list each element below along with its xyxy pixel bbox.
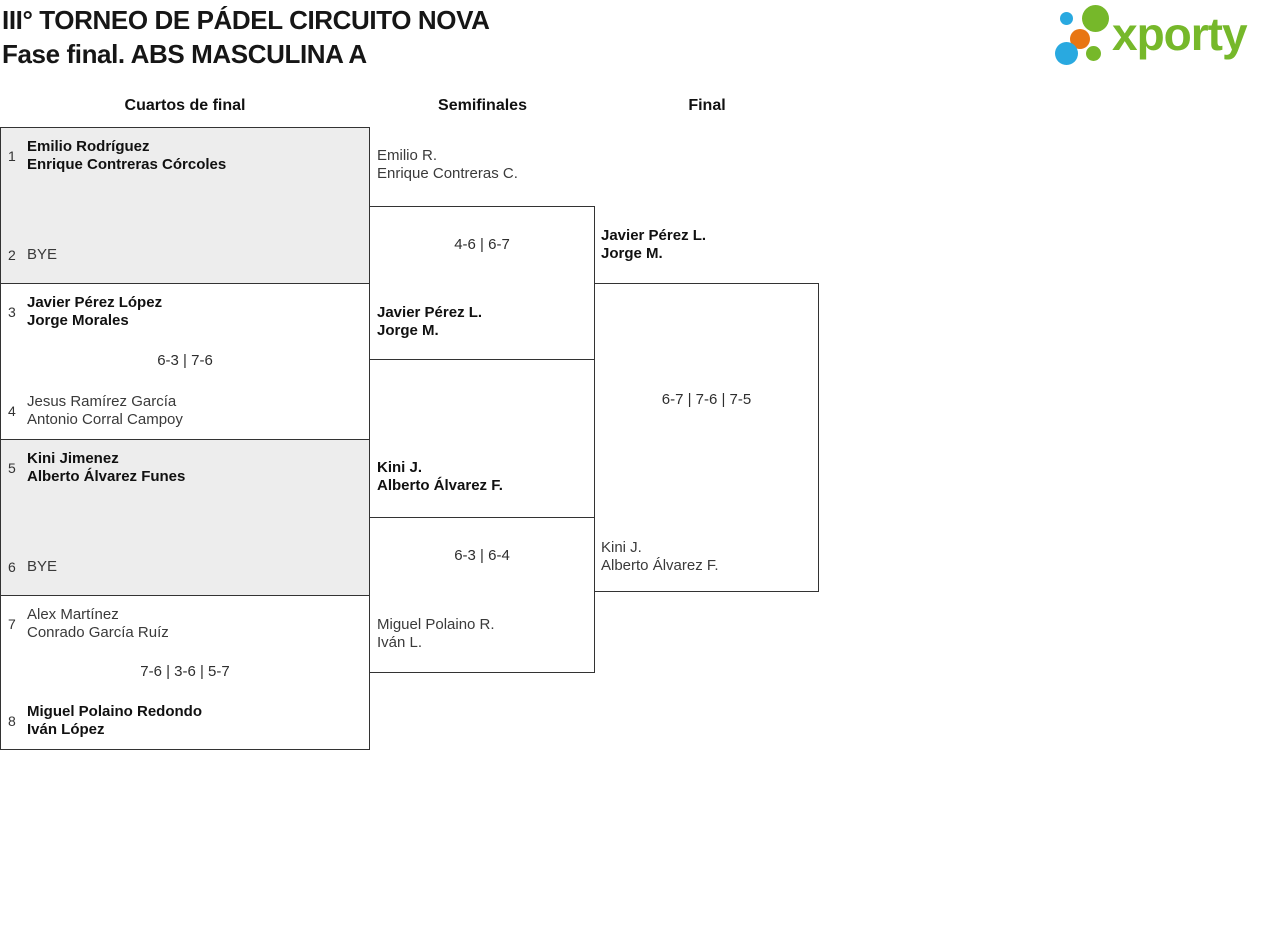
- team-entry: 2 BYE: [1, 236, 369, 273]
- player-line-1: BYE: [27, 245, 58, 263]
- team-names: Kini Jimenez Alberto Álvarez Funes: [27, 450, 185, 486]
- semifinal-2-bottom-team: Miguel Polaino R. Iván L.: [377, 616, 495, 652]
- logo-dot-orange-icon: [1070, 29, 1090, 49]
- logo-wordmark: xporty: [1112, 8, 1248, 60]
- team-names: BYE: [27, 558, 57, 576]
- player-line-2: Iván López: [27, 720, 105, 738]
- team-entry: 8 Miguel Polaino Redondo Iván López: [1, 702, 369, 739]
- seed-number: 2: [8, 246, 16, 263]
- player-line-1: Miguel Polaino R.: [377, 616, 495, 633]
- match-quarterfinal-3[interactable]: 5 Kini Jimenez Alberto Álvarez Funes 6 B…: [0, 439, 370, 596]
- player-line-2: Alberto Álvarez F.: [601, 557, 719, 574]
- xporty-logo[interactable]: xporty: [1050, 0, 1278, 72]
- player-line-1: Jesus Ramírez García: [27, 392, 177, 410]
- team-names: Emilio Rodríguez Enrique Contreras Córco…: [27, 138, 226, 174]
- player-line-1: Kini J.: [601, 539, 642, 556]
- team-entry: 6 BYE: [1, 548, 369, 585]
- match-quarterfinal-2[interactable]: 3 Javier Pérez López Jorge Morales 6-3 |…: [0, 283, 370, 440]
- player-line-1: Javier Pérez L.: [601, 227, 707, 244]
- match-quarterfinal-4[interactable]: 7 Alex Martínez Conrado García Ruíz 7-6 …: [0, 595, 370, 750]
- final-bottom-team: Kini J. Alberto Álvarez F.: [601, 539, 719, 575]
- seed-number: 3: [8, 303, 16, 320]
- player-line-1: Javier Pérez López: [27, 293, 163, 311]
- team-names: Alex Martínez Conrado García Ruíz: [27, 606, 169, 642]
- match-final[interactable]: [594, 283, 819, 592]
- player-line-2: Enrique Contreras C.: [377, 165, 518, 182]
- match-score: 4-6 | 6-7: [454, 236, 510, 253]
- team-names: Jesus Ramírez García Antonio Corral Camp…: [27, 393, 183, 429]
- team-names: BYE: [27, 246, 57, 264]
- team-entry: 7 Alex Martínez Conrado García Ruíz: [1, 605, 369, 642]
- player-line-2: Jorge M.: [377, 322, 439, 339]
- seed-number: 6: [8, 558, 16, 575]
- match-score: [1, 196, 369, 214]
- tournament-title: III° TORNEO DE PÁDEL CIRCUITO NOVA: [2, 5, 490, 35]
- team-names: Javier Pérez López Jorge Morales: [27, 294, 162, 330]
- tournament-phase: Fase final. ABS MASCULINA A: [2, 39, 367, 69]
- team-entry: 3 Javier Pérez López Jorge Morales: [1, 293, 369, 330]
- logo-dot-green-small-icon: [1086, 46, 1101, 61]
- seed-number: 4: [8, 402, 16, 419]
- match-score: 7-6 | 3-6 | 5-7: [140, 663, 230, 680]
- player-line-2: Jorge M.: [601, 245, 663, 262]
- round-header-semifinales: Semifinales: [438, 97, 527, 114]
- semifinal-1-top-team: Emilio R. Enrique Contreras C.: [377, 147, 518, 183]
- logo-dot-blue-small-icon: [1060, 12, 1073, 25]
- player-line-2: Antonio Corral Campoy: [27, 410, 183, 428]
- team-entry: 5 Kini Jimenez Alberto Álvarez Funes: [1, 449, 369, 486]
- final-top-team: Javier Pérez L. Jorge M.: [601, 227, 706, 263]
- seed-number: 5: [8, 459, 16, 476]
- seed-number: 8: [8, 712, 16, 729]
- player-line-2: Alberto Álvarez F.: [377, 477, 503, 494]
- round-header-final: Final: [688, 97, 726, 114]
- player-line-1: Javier Pérez L.: [377, 304, 483, 321]
- player-line-2: Jorge Morales: [27, 311, 129, 329]
- logo-dot-blue-large-icon: [1055, 42, 1078, 65]
- match-score: [1, 508, 369, 526]
- player-line-1: Kini Jimenez: [27, 449, 119, 467]
- match-score: 6-7 | 7-6 | 7-5: [661, 391, 752, 408]
- semifinal-1-bottom-team: Javier Pérez L. Jorge M.: [377, 304, 482, 340]
- match-quarterfinal-1[interactable]: 1 Emilio Rodríguez Enrique Contreras Cór…: [0, 127, 370, 284]
- team-entry: 1 Emilio Rodríguez Enrique Contreras Cór…: [1, 137, 369, 174]
- logo-dot-green-large-icon: [1082, 5, 1109, 32]
- page-title: III° TORNEO DE PÁDEL CIRCUITO NOVA Fase …: [2, 3, 490, 71]
- team-entry: 4 Jesus Ramírez García Antonio Corral Ca…: [1, 392, 369, 429]
- player-line-1: BYE: [27, 557, 58, 575]
- player-line-1: Miguel Polaino Redondo: [27, 702, 202, 720]
- player-line-1: Emilio Rodríguez: [27, 137, 150, 155]
- player-line-2: Iván L.: [377, 634, 423, 651]
- player-line-1: Alex Martínez: [27, 605, 119, 623]
- player-line-1: Kini J.: [377, 459, 423, 476]
- match-score: 6-3 | 6-4: [454, 547, 510, 564]
- player-line-2: Enrique Contreras Córcoles: [27, 155, 227, 173]
- match-semifinal-2[interactable]: [369, 517, 595, 673]
- team-names: Miguel Polaino Redondo Iván López: [27, 703, 202, 739]
- match-score: 6-3 | 7-6: [157, 352, 213, 369]
- player-line-2: Conrado García Ruíz: [27, 623, 169, 641]
- seed-number: 1: [8, 147, 16, 164]
- seed-number: 7: [8, 615, 16, 632]
- round-header-cuartos-de-final: Cuartos de final: [124, 97, 246, 114]
- semifinal-2-top-team: Kini J. Alberto Álvarez F.: [377, 459, 503, 495]
- player-line-1: Emilio R.: [377, 147, 438, 164]
- player-line-2: Alberto Álvarez Funes: [27, 467, 186, 485]
